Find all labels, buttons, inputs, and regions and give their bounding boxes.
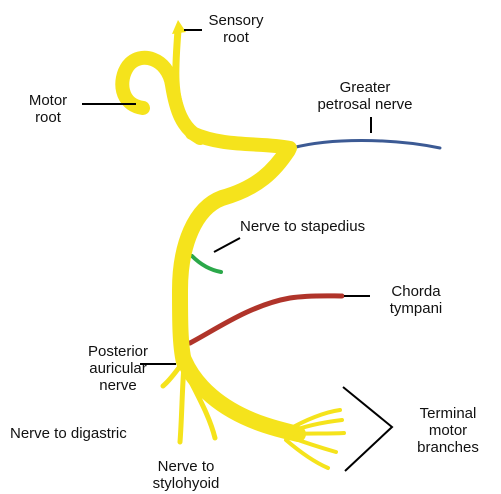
leader-terminal-branches [342, 386, 394, 472]
chorda-tympani-branch [187, 293, 345, 346]
label-posterior-auricular-nerve: Posterior auricular nerve [87, 343, 149, 394]
leader-stapedius [213, 237, 241, 253]
sensory-root-tip [172, 20, 186, 34]
label-terminal-motor-branches: Terminal motor branches [417, 405, 479, 456]
geniculate-ganglion [279, 145, 295, 159]
label-nerve-to-stylohyoid: Nerve to stylohyoid [152, 458, 220, 492]
label-nerve-to-digastric: Nerve to digastric [10, 425, 127, 442]
stapedius-branch [190, 254, 223, 274]
label-greater-petrosal-nerve: Greater petrosal nerve [317, 79, 413, 113]
label-motor-root: Motor root [28, 92, 68, 126]
facial-nerve-trunk [115, 26, 346, 470]
leader-lines [82, 29, 394, 472]
greater-petrosal-branch [290, 139, 442, 150]
label-nerve-to-stapedius: Nerve to stapedius [240, 218, 366, 235]
label-chorda-tympani: Chorda tympani [389, 283, 443, 317]
label-sensory-root: Sensory root [208, 12, 264, 46]
